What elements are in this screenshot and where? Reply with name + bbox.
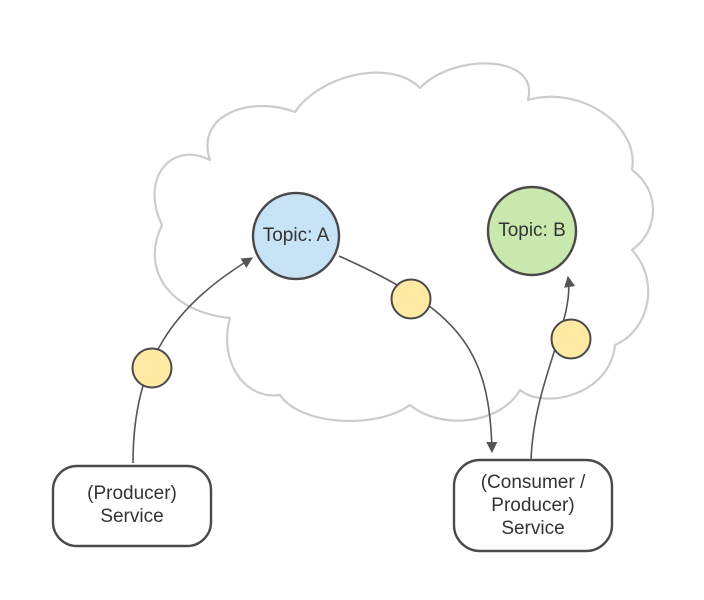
topic-b-label: Topic: B [498,220,566,241]
topic-a-node [251,191,341,281]
producer-service-node [51,464,213,548]
message-dot [390,278,432,320]
message-dot [131,347,173,389]
consumer-producer-service-label: (Consumer / Producer) Service [454,471,612,540]
producer-service-label: (Producer) Service [53,482,211,528]
consumer-producer-service-label-line: (Consumer / [480,472,586,493]
topic-b-node [486,185,578,277]
flow-arrow-consumer-to-topic-b [530,275,576,461]
topic-a-label: Topic: A [262,225,330,246]
producer-service-label-line: Service [100,506,164,527]
consumer-producer-service-label-line: Producer) [491,495,575,516]
flow-arrow-producer-to-topic-a [132,257,253,464]
consumer-producer-service-label-line: Service [501,518,565,539]
flow-arrow-topic-a-to-consumer [338,255,498,454]
message-dot [550,318,592,360]
consumer-producer-service-node [452,458,614,553]
cloud-boundary [153,62,654,423]
producer-service-label-line: (Producer) [87,483,177,504]
